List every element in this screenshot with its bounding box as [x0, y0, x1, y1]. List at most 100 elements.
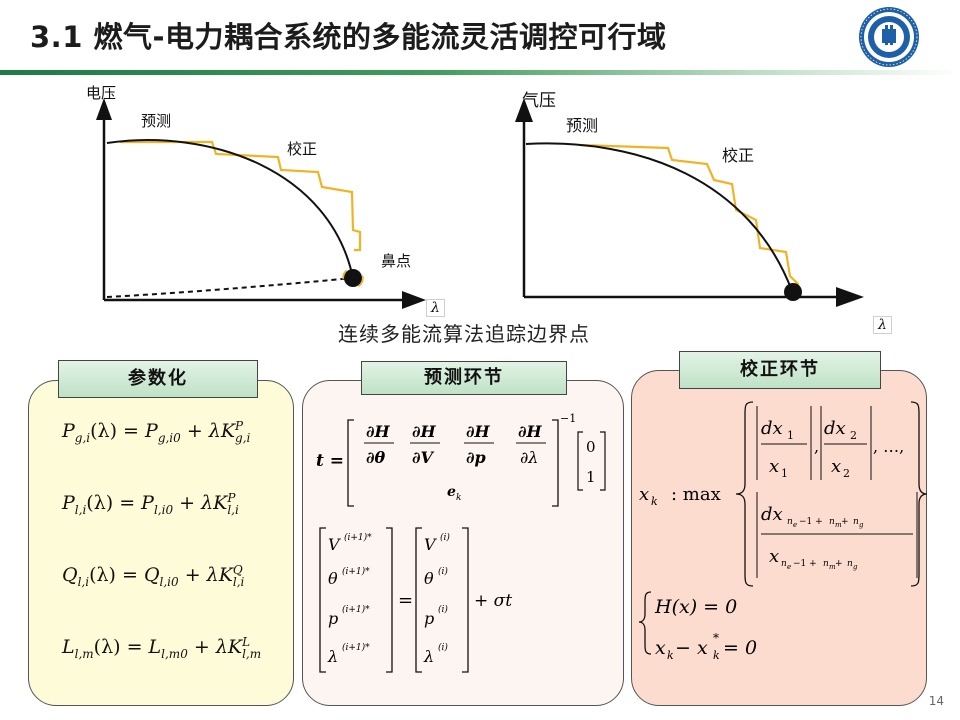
right-x-axis-label: λ — [873, 316, 892, 334]
svg-text:= 0: = 0 — [723, 637, 757, 659]
right-end-point — [784, 283, 802, 301]
svg-text:e: e — [787, 563, 791, 571]
partial-p: ∂p — [466, 448, 486, 467]
svg-text:,: , — [814, 437, 819, 456]
left-nose-label: 鼻点 — [381, 252, 412, 270]
partial-v: ∂V — [412, 448, 435, 467]
predict-panel — [302, 380, 624, 706]
lhs-p: p — [328, 609, 338, 628]
partial-theta: ∂θ — [366, 448, 386, 467]
svg-text:−1 +: −1 + — [799, 517, 823, 527]
svg-text:n: n — [829, 517, 835, 527]
predict-plus-sigma-t: + σt — [474, 591, 512, 611]
right-y-axis-arrow — [515, 98, 533, 122]
predict-panel-header: 预测环节 — [361, 361, 567, 395]
correct-constraint-2-x: x — [655, 637, 666, 659]
predict-vec-1: 1 — [586, 468, 596, 486]
param-panel-header: 参数化 — [58, 360, 258, 398]
frac2-num: dx — [824, 418, 846, 439]
rhs-theta: θ — [424, 569, 434, 588]
rhs-theta-sup: (i) — [438, 566, 448, 577]
correct-panel — [631, 370, 927, 706]
predict-vec-0: 0 — [586, 438, 596, 456]
correct-panel-header: 校正环节 — [679, 351, 881, 389]
page-number: 14 — [928, 694, 944, 708]
partial-lambda: ∂λ — [520, 448, 538, 467]
svg-text:−1 +: −1 + — [793, 559, 817, 569]
right-correct-label: 校正 — [722, 146, 755, 165]
correct-equations: x k : max dx 1 x 1 , dx 2 x 2 , …, dx n … — [638, 401, 927, 662]
correct-constraint-1: H(x) = 0 — [654, 596, 737, 618]
svg-text:+: + — [841, 517, 849, 527]
partial-h-3: ∂H — [466, 422, 491, 441]
correct-brace-left — [735, 401, 754, 587]
svg-text:m: m — [829, 563, 836, 571]
fracn-den: x — [769, 546, 779, 567]
correct-ellipsis: , …, — [873, 437, 904, 456]
svg-text:+: + — [835, 559, 843, 569]
correct-xk-sub: k — [651, 495, 658, 508]
correct-xk: x — [639, 484, 649, 505]
left-pv-curve-upper — [106, 139, 354, 279]
rhs-lambda-sup: (i) — [438, 642, 448, 653]
lhs-p-sup: (i+1)* — [342, 604, 370, 615]
left-correct-label: 校正 — [287, 140, 318, 158]
predict-t-eq: t = — [316, 451, 344, 471]
fracn-num: dx — [761, 504, 783, 525]
param-panel — [28, 380, 294, 706]
correct-brace-right — [910, 401, 927, 587]
rhs-p-sup: (i) — [438, 604, 448, 615]
svg-text:− x: − x — [675, 637, 708, 659]
right-predict-label: 预测 — [566, 116, 599, 135]
left-predictor-corrector-path — [120, 140, 362, 252]
svg-text:g: g — [859, 521, 864, 529]
left-predict-label: 预测 — [141, 112, 172, 130]
partial-h-1: ∂H — [366, 422, 391, 441]
svg-text:g: g — [853, 563, 858, 571]
predict-ek-sub: k — [456, 493, 461, 503]
frac1-num-sub: 1 — [787, 429, 794, 442]
left-y-axis-arrow — [96, 98, 112, 120]
svg-text:n: n — [823, 559, 829, 569]
lhs-v-sup: (i+1)* — [344, 532, 372, 543]
frac1-num: dx — [761, 418, 783, 439]
university-seal-logo — [859, 7, 919, 67]
svg-text:e: e — [793, 521, 797, 529]
svg-text:*: * — [713, 631, 719, 645]
lhs-lambda-sup: (i+1)* — [342, 642, 370, 653]
rhs-lambda: λ — [423, 647, 434, 666]
frac1-den: x — [769, 456, 779, 477]
correct-max: : max — [671, 484, 721, 505]
svg-text:n: n — [847, 559, 853, 569]
left-pv-curve-lower-dashed — [106, 277, 354, 298]
lhs-theta: θ — [328, 569, 338, 588]
svg-text:n: n — [787, 517, 793, 527]
gas-pressure-curve-plot — [515, 98, 864, 307]
left-nose-point-highlight — [342, 267, 364, 289]
rhs-p: p — [424, 609, 434, 628]
svg-text:m: m — [835, 521, 842, 529]
tracking-caption: 连续多能流算法追踪边界点 — [338, 322, 590, 346]
title-underline — [0, 70, 960, 75]
frac1-den-sub: 1 — [781, 467, 788, 480]
frac2-num-sub: 2 — [850, 429, 857, 442]
svg-text:k: k — [713, 649, 720, 662]
svg-text:n: n — [853, 517, 859, 527]
left-nose-point — [344, 269, 362, 287]
partial-h-2: ∂H — [412, 422, 437, 441]
slide-title: 3.1 燃气-电力耦合系统的多能流灵活调控可行域 — [30, 20, 667, 54]
partial-h-4: ∂H — [518, 422, 543, 441]
left-x-axis-label: λ — [426, 299, 445, 317]
lhs-theta-sup: (i+1)* — [342, 566, 370, 577]
frac2-den-sub: 2 — [843, 467, 850, 480]
predict-jacobian-right-bracket — [552, 419, 559, 507]
lhs-v: V — [328, 535, 341, 554]
right-y-axis-label: 气压 — [522, 91, 556, 111]
predict-equations: t = −1 ∂H ∂θ ∂H ∂V ∂H ∂p ∂H ∂λ e k 0 1 V… — [316, 412, 606, 673]
rhs-v-sup: (i) — [440, 532, 450, 543]
predict-inverse: −1 — [560, 412, 576, 425]
